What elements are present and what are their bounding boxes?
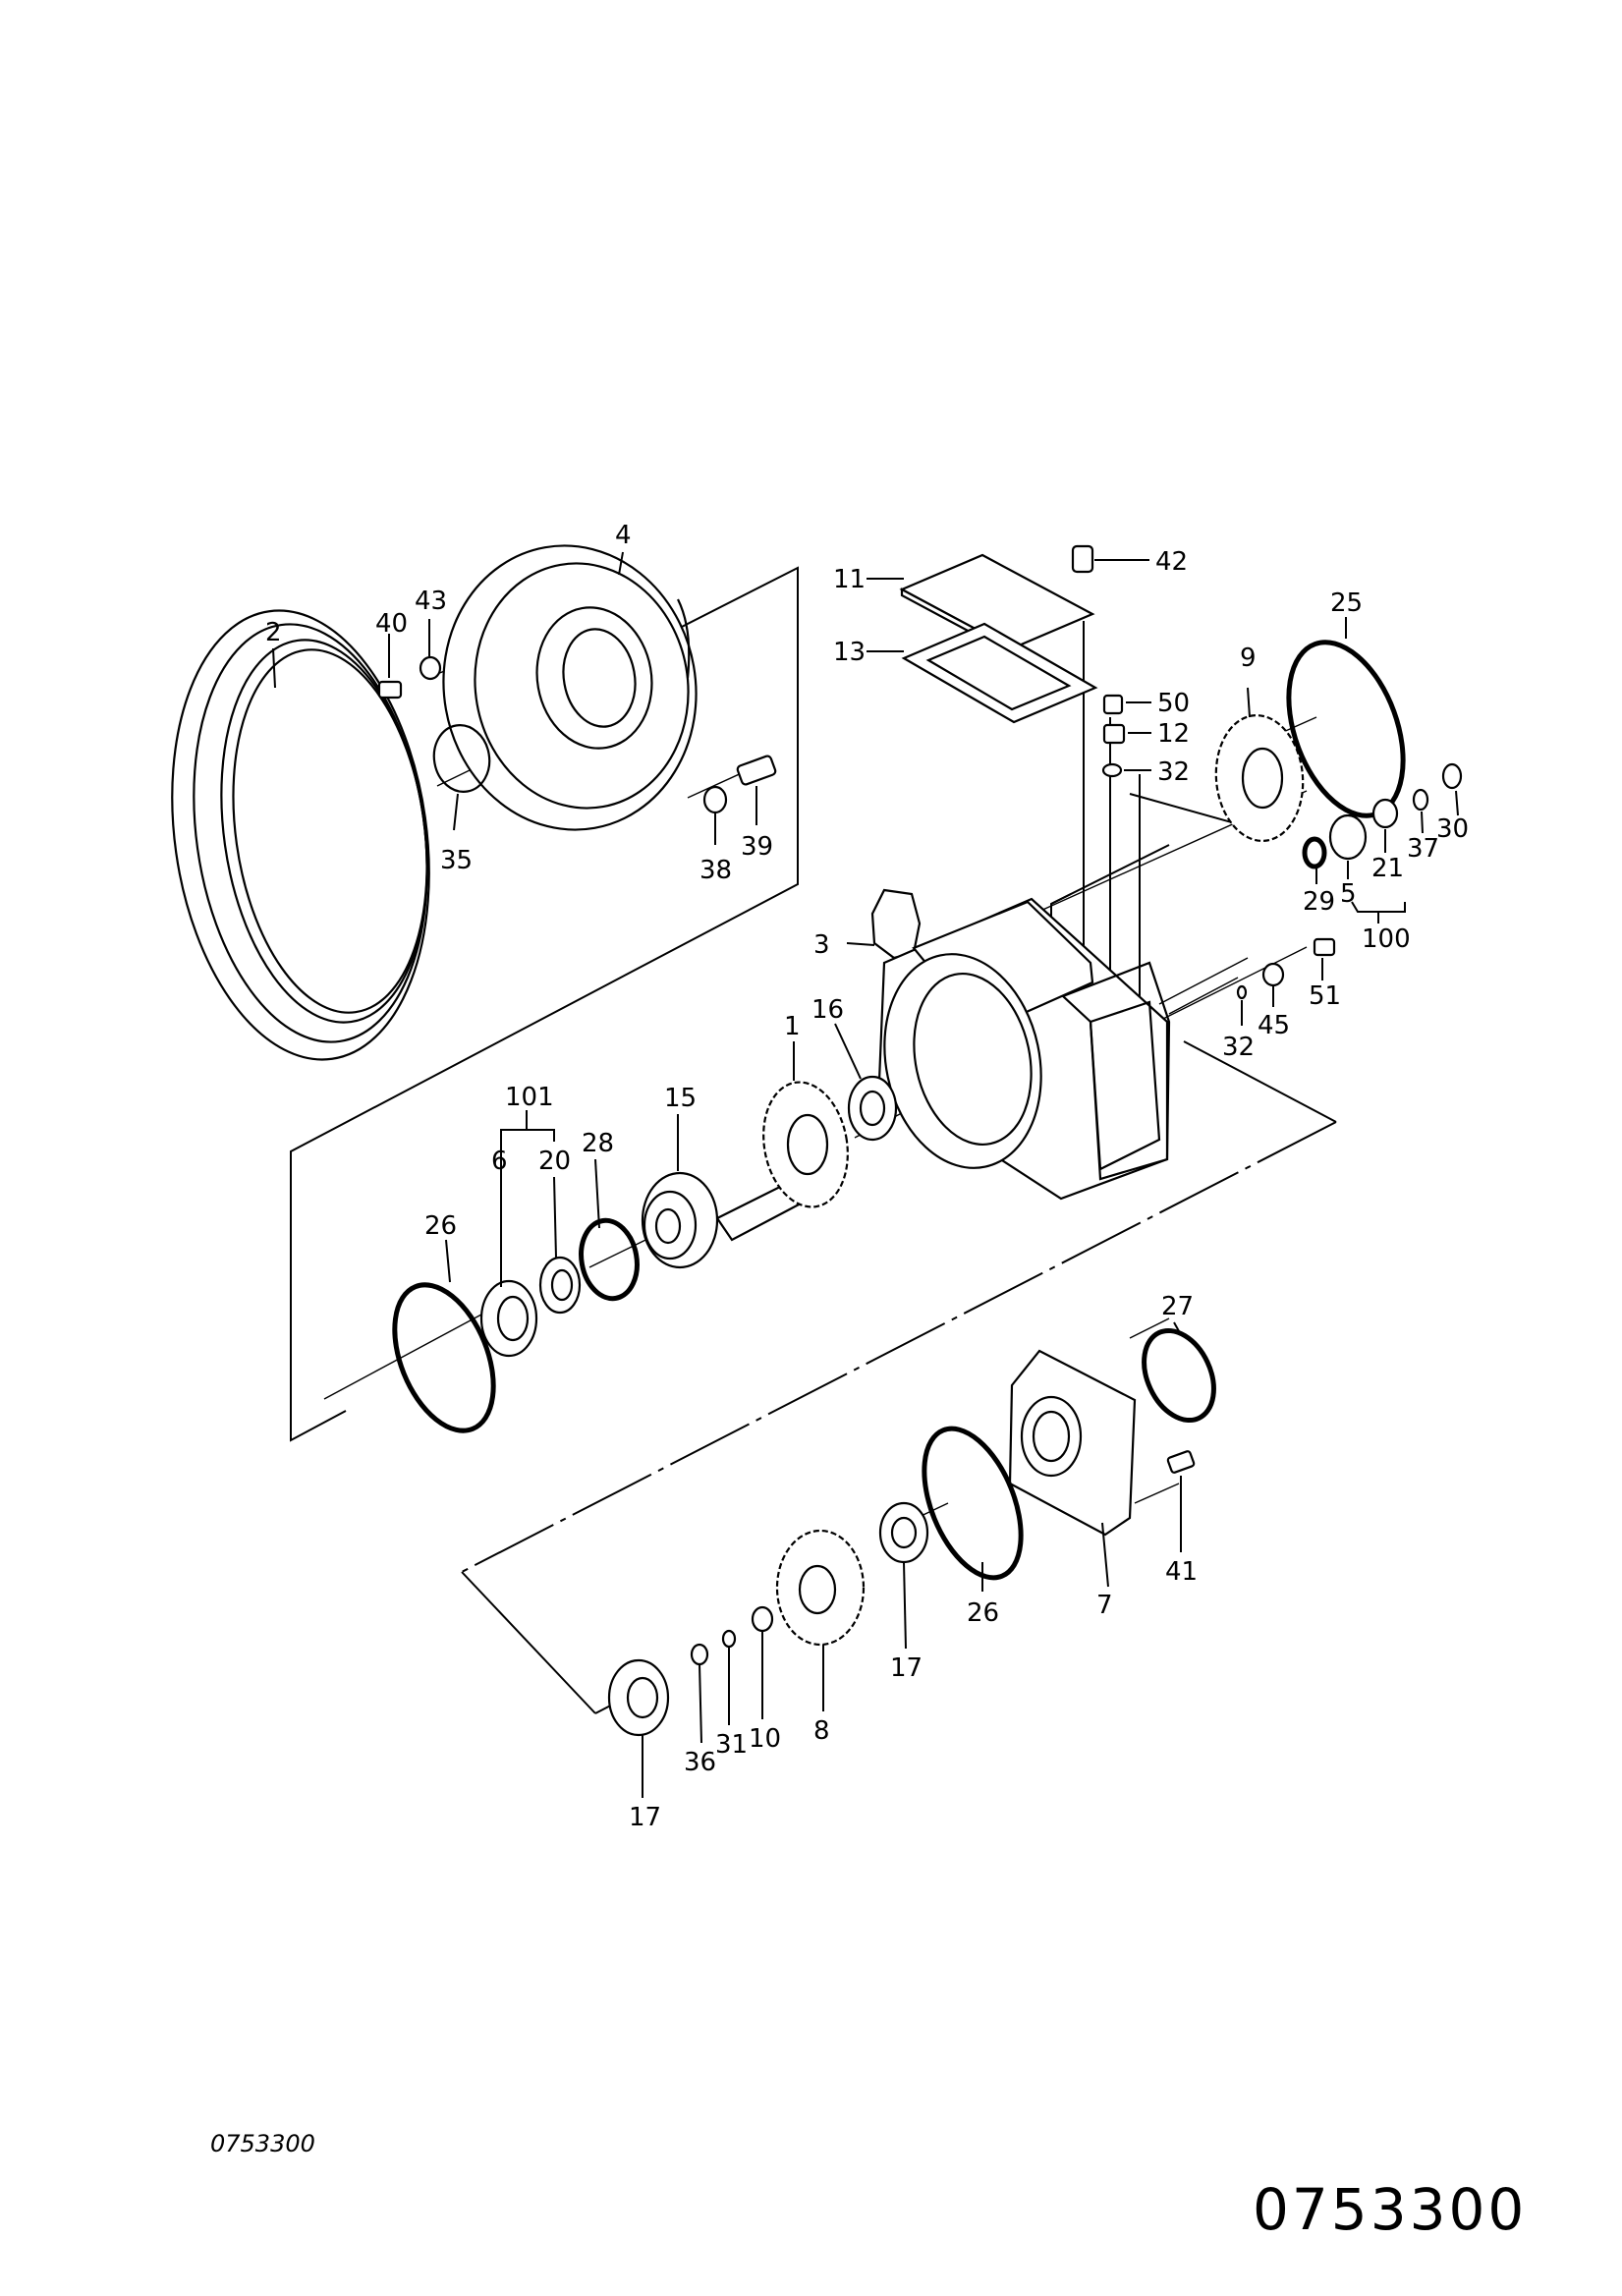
part-26-o-ring-lower [922,1426,1024,1581]
callout-26-upper: 26 [424,1211,457,1241]
part-20-ring [538,1256,582,1315]
callout-10: 10 [749,1724,781,1754]
part-3-housing [870,888,1171,1201]
part-41-bolt [1166,1450,1196,1474]
figure-code-small: 0753300 [210,2130,315,2157]
part-7-cover [1008,1349,1137,1537]
callout-39: 39 [741,832,773,862]
callout-4: 4 [615,521,632,550]
part-28-o-ring [579,1217,640,1302]
callout-35: 35 [440,846,473,875]
part-17-bearing-upper [878,1501,929,1564]
callout-5: 5 [1340,879,1357,909]
callout-101: 101 [505,1083,554,1112]
callout-45: 45 [1258,1011,1290,1040]
callout-36: 36 [684,1748,716,1777]
callout-29: 29 [1303,887,1335,917]
callout-leaders [272,551,1459,1798]
callout-9: 9 [1240,644,1257,673]
callout-13: 13 [833,638,866,667]
callout-17-lower: 17 [629,1803,661,1832]
callout-2: 2 [265,618,282,647]
callout-31: 31 [715,1730,748,1760]
callout-6: 6 [491,1147,508,1176]
callout-11: 11 [833,565,866,594]
callout-labels: 2 4 40 43 35 38 39 11 13 42 50 12 32 25 … [265,521,1469,1832]
part-2-ring-flange [171,609,430,1061]
callout-28: 28 [582,1129,614,1158]
callout-26-lower: 26 [967,1598,999,1628]
callout-30: 30 [1436,814,1469,844]
part-8-gear [775,1529,866,1647]
callout-17-upper: 17 [890,1653,923,1683]
callout-8: 8 [813,1716,830,1746]
flange-small-parts [377,655,777,814]
figure-code-large: 0753300 [1253,2176,1528,2243]
callout-42: 42 [1155,547,1188,577]
callout-3: 3 [813,930,830,960]
part-13-gasket [901,622,1098,724]
right-shaft-parts [1236,762,1463,1000]
part-15-bearing [641,1171,719,1269]
callout-21: 21 [1371,854,1404,883]
callout-7: 7 [1096,1591,1113,1620]
callout-38: 38 [699,856,732,885]
callout-15: 15 [664,1084,697,1113]
part-17-bearing-lower [607,1658,670,1737]
part-1-pinion-shaft [715,1081,849,1242]
part-6-seal [479,1279,538,1358]
part-4-cover-flange [442,544,698,831]
callout-41: 41 [1165,1557,1198,1587]
callout-50: 50 [1157,689,1190,718]
part-9-gear [1214,714,1305,842]
callout-25: 25 [1330,588,1363,618]
callout-32-top: 32 [1157,757,1190,787]
small-washers-lower [690,1605,774,1666]
callout-43: 43 [415,587,447,616]
callout-20: 20 [538,1147,571,1176]
callout-40: 40 [375,609,408,639]
callout-27: 27 [1161,1292,1194,1321]
callout-32-right: 32 [1222,1033,1255,1062]
part-16-bearing [847,1075,898,1142]
callout-12: 12 [1157,719,1190,749]
top-plugs [1071,544,1126,778]
callout-16: 16 [811,995,844,1025]
callout-37: 37 [1407,834,1439,864]
callout-100: 100 [1362,924,1411,954]
callout-1: 1 [784,1012,801,1041]
callout-51: 51 [1309,981,1341,1011]
part-26-o-ring-upper [392,1282,496,1433]
part-27-o-ring [1142,1327,1216,1424]
